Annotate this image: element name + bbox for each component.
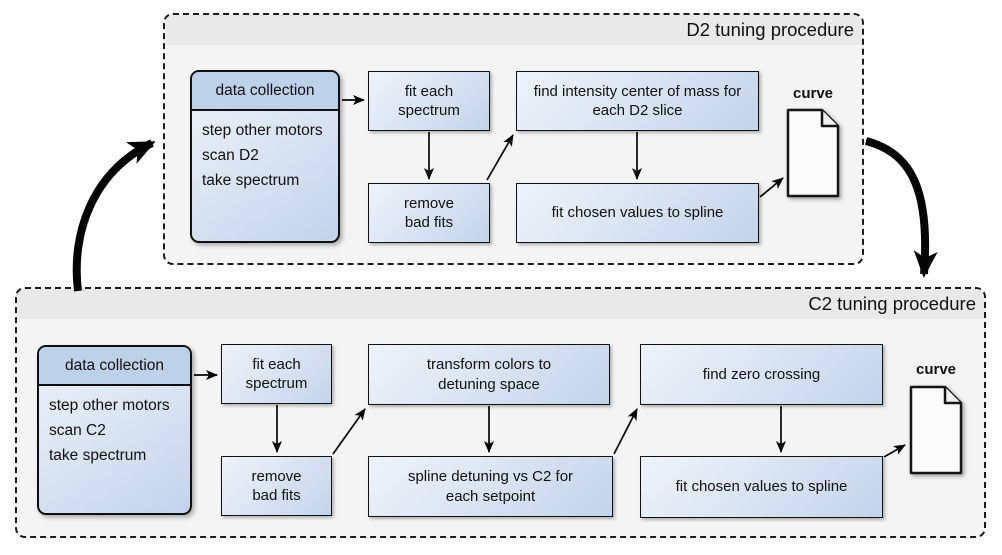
c2-data-collection-box: data collection step other motors scan C… [37, 345, 192, 515]
c2-panel-title-band: C2 tuning procedure [17, 289, 984, 319]
c2-step-fit-each-spectrum: fit each spectrum [221, 344, 332, 404]
d2-collection-line: take spectrum [202, 172, 300, 190]
c2-collection-line: scan C2 [49, 422, 106, 440]
d2-data-collection-box: data collection step other motors scan D… [190, 70, 340, 243]
d2-data-collection-header: data collection [192, 72, 338, 111]
arrow-c2-loop-to-d2 [72, 139, 156, 292]
c2-data-collection-header: data collection [39, 347, 190, 386]
d2-data-collection-body: step other motors scan D2 take spectrum [192, 111, 338, 200]
c2-step-find-zero-crossing: find zero crossing [640, 344, 883, 405]
c2-panel-title: C2 tuning procedure [808, 293, 976, 314]
d2-panel-title-band: D2 tuning procedure [165, 15, 862, 45]
d2-collection-line: scan D2 [202, 147, 259, 165]
arrow-d2-loop-to-c2 [864, 137, 938, 278]
d2-step-remove-bad-fits: remove bad fits [368, 183, 490, 243]
c2-step-transform-colors: transform colors to detuning space [368, 344, 610, 405]
d2-step-fit-spline: fit chosen values to spline [516, 183, 759, 243]
d2-collection-line: step other motors [202, 122, 323, 139]
d2-step-fit-each-spectrum: fit each spectrum [368, 71, 490, 131]
c2-step-fit-spline: fit chosen values to spline [640, 456, 883, 518]
c2-collection-line: step other motors [49, 397, 170, 414]
c2-step-remove-bad-fits: remove bad fits [221, 456, 332, 516]
c2-data-collection-body: step other motors scan C2 take spectrum [39, 386, 190, 475]
c2-step-spline-detuning: spline detuning vs C2 for each setpoint [368, 456, 613, 517]
d2-step-find-intensity: find intensity center of mass for each D… [516, 71, 759, 131]
c2-curve-document-icon [909, 385, 963, 475]
c2-collection-line: take spectrum [49, 447, 147, 465]
d2-panel-title: D2 tuning procedure [686, 19, 854, 40]
d2-curve-document-icon [786, 108, 840, 198]
d2-curve-output-label: curve [792, 85, 834, 102]
c2-curve-output-label: curve [915, 361, 957, 378]
